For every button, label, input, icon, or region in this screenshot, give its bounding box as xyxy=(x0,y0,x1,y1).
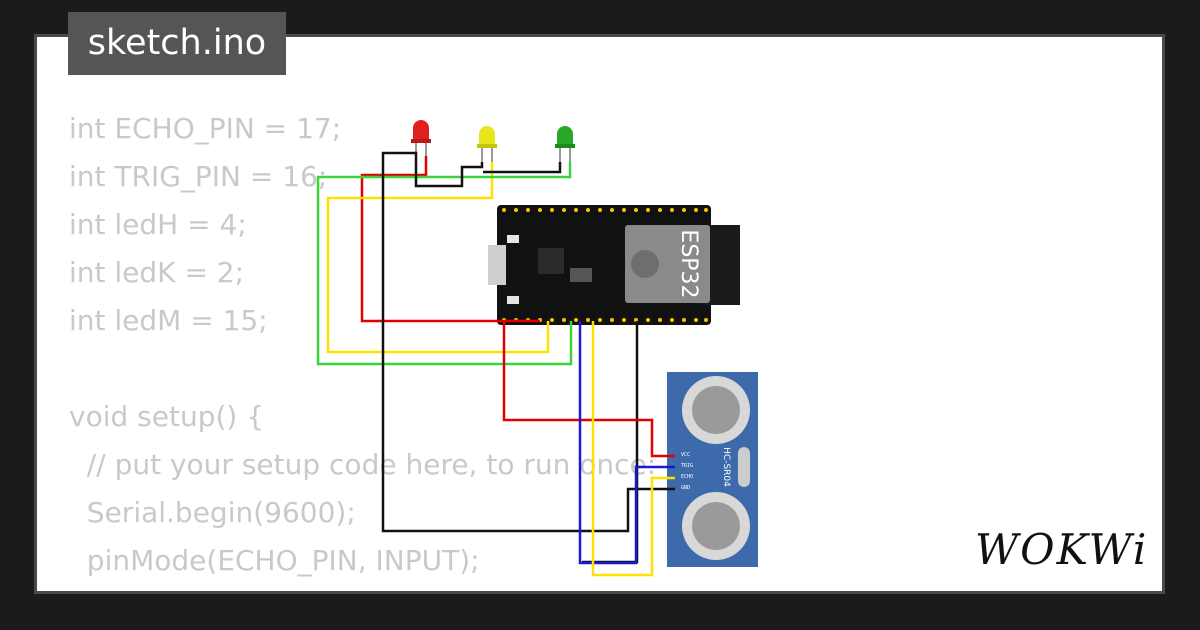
button xyxy=(507,296,519,304)
code-line: int ledH = 4; xyxy=(69,208,247,241)
code-line: int ECHO_PIN = 17; xyxy=(69,112,342,145)
code-line: void setup() { xyxy=(69,400,265,433)
wire-yellow-echo xyxy=(591,321,675,577)
regulator xyxy=(570,268,592,282)
led-yellow[interactable] xyxy=(477,126,497,162)
sensor-pin-label: ECHO xyxy=(681,474,693,480)
wire-red-vcc xyxy=(502,321,675,458)
hc-sr04-sensor[interactable]: HC-SR04 VCC TRIG ECHO GND xyxy=(667,372,758,567)
espressif-logo-icon xyxy=(631,250,659,278)
code-line: int TRIG_PIN = 16; xyxy=(69,160,328,193)
file-tab[interactable]: sketch.ino xyxy=(68,12,286,75)
esp32-board[interactable]: ESP32 xyxy=(488,205,740,325)
wire-green-led xyxy=(316,162,573,366)
crystal xyxy=(738,447,750,487)
led-red[interactable] xyxy=(411,120,431,156)
usb-port xyxy=(488,245,506,285)
code-line: Serial.begin(9600); xyxy=(69,496,356,529)
code-line: int ledM = 15; xyxy=(69,304,268,337)
sensor-pin-label: TRIG xyxy=(681,463,693,469)
wire-black-gnd xyxy=(414,156,484,188)
code-line: pinMode(ECHO_PIN, INPUT); xyxy=(69,544,480,577)
sensor-pin-label: GND xyxy=(681,485,690,491)
wire-black-gnd xyxy=(381,151,675,533)
board-label: ESP32 xyxy=(676,229,701,298)
code-line: int ledK = 2; xyxy=(69,256,245,289)
preview-card: int ECHO_PIN = 17; int TRIG_PIN = 16; in… xyxy=(34,34,1165,594)
wire-black-gnd xyxy=(483,162,562,174)
wire-blue-trig xyxy=(578,321,675,565)
code-editor-text: int ECHO_PIN = 17; int TRIG_PIN = 16; in… xyxy=(69,105,656,591)
button xyxy=(507,235,519,243)
esp32-module xyxy=(625,225,710,303)
header-pins-top xyxy=(502,208,708,212)
sensor-label: HC-SR04 xyxy=(721,447,731,487)
sensor-pin-label: VCC xyxy=(681,452,690,458)
led-green[interactable] xyxy=(555,126,575,162)
wire-yellow-led xyxy=(326,162,550,354)
wokwi-logo: WOKWi xyxy=(975,525,1149,574)
wire-red-led xyxy=(360,156,540,323)
chip xyxy=(538,248,564,274)
